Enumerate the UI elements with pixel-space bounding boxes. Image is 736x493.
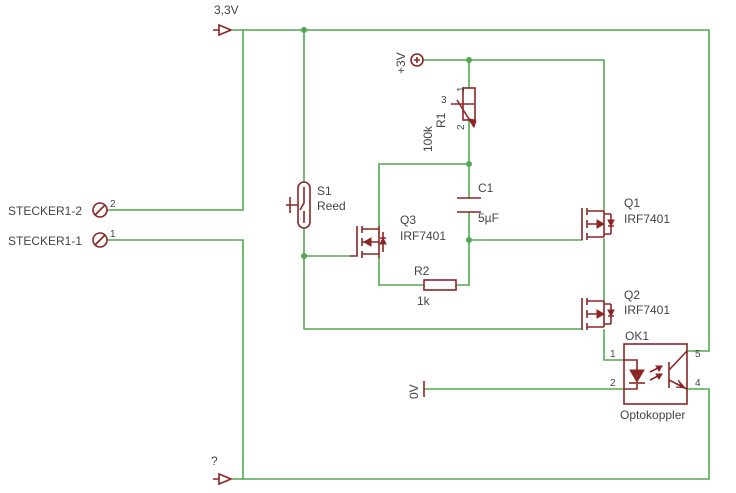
ok1-pin4: 4 bbox=[695, 378, 701, 389]
resistor-r2: R2 1k bbox=[414, 264, 457, 308]
wire-reed-bottom bbox=[303, 227, 583, 330]
channel-leads-icon bbox=[587, 210, 605, 238]
wire-plus3v bbox=[423, 59, 605, 212]
c1-value: 5µF bbox=[478, 211, 499, 225]
pin1-number: 1 bbox=[110, 229, 116, 240]
capacitor-c1: C1 5µF bbox=[457, 181, 499, 225]
terminal-slash bbox=[94, 204, 106, 216]
light-arrowheads bbox=[655, 365, 663, 380]
r1-name: R1 bbox=[434, 112, 448, 128]
gnd-label: 0V bbox=[407, 384, 421, 399]
r1-value: 100k bbox=[421, 125, 435, 152]
mosfet-q1: Q1 IRF7401 bbox=[581, 196, 670, 240]
junctions bbox=[301, 27, 472, 259]
mosfet-q2: Q2 IRF7401 bbox=[581, 288, 670, 330]
q1-name: Q1 bbox=[624, 196, 640, 210]
unknown-label: ? bbox=[211, 454, 218, 468]
r1-pin2: 2 bbox=[456, 124, 467, 130]
junction-dot bbox=[466, 161, 472, 167]
ok1-value: Optokoppler bbox=[620, 408, 685, 422]
gate-lead-icon bbox=[350, 226, 358, 257]
reed-actuator-icon bbox=[286, 197, 298, 213]
wiper-arrowhead bbox=[469, 118, 477, 129]
body-arrow-icon bbox=[362, 237, 372, 247]
port-arrow-icon bbox=[213, 23, 234, 37]
q3-name: Q3 bbox=[400, 213, 416, 227]
wire-vcc-rail bbox=[232, 29, 710, 352]
q2-value: IRF7401 bbox=[624, 303, 670, 317]
body-arrow-icon bbox=[596, 309, 606, 319]
wire-r2-left bbox=[378, 257, 425, 286]
wire-q3-drain bbox=[378, 163, 470, 227]
led-wiring-icon bbox=[624, 359, 638, 390]
diode-triangle-icon bbox=[607, 219, 615, 228]
mosfet-q3: Q3 IRF7401 bbox=[350, 213, 446, 258]
plus-icon bbox=[414, 57, 420, 63]
body-arrow-icon bbox=[596, 219, 606, 229]
s1-value: Reed bbox=[317, 199, 346, 213]
pin2-number: 2 bbox=[110, 199, 116, 210]
unknown-port: ? bbox=[211, 454, 234, 486]
connector-pin-2: STECKER1-2 2 bbox=[8, 199, 116, 218]
wire-c1-bottom bbox=[455, 211, 470, 286]
wire-q2-ok1 bbox=[603, 329, 625, 361]
pin2-name: STECKER1-2 bbox=[8, 204, 82, 218]
wire-stecker1 bbox=[105, 239, 244, 480]
junction-dot bbox=[466, 57, 472, 63]
reed-switch-s1: S1 Reed bbox=[286, 181, 346, 229]
port-arrow-icon bbox=[213, 472, 234, 486]
q2-name: Q2 bbox=[624, 288, 640, 302]
led-triangle-icon bbox=[629, 369, 645, 383]
junction-dot bbox=[301, 27, 307, 33]
q3-value: IRF7401 bbox=[400, 229, 446, 243]
junction-dot bbox=[301, 253, 307, 259]
optocoupler-ok1: OK1 Optokoppler 1 2 5 4 bbox=[610, 329, 701, 422]
vcc-label: 3,3V bbox=[214, 3, 239, 17]
plus3v-supply: +3V bbox=[394, 52, 424, 74]
wires bbox=[105, 29, 710, 480]
diode-triangle-icon bbox=[607, 309, 615, 318]
ok1-pin5: 5 bbox=[695, 349, 701, 360]
connector-pin-1: STECKER1-1 1 bbox=[8, 229, 116, 248]
plus3v-label: +3V bbox=[394, 52, 408, 74]
ok1-pin2: 2 bbox=[610, 378, 616, 389]
channel-leads-icon bbox=[587, 300, 605, 328]
s1-name: S1 bbox=[317, 184, 332, 198]
reed-contact-icon bbox=[299, 187, 305, 223]
wire-unknown bbox=[232, 388, 710, 480]
r2-value: 1k bbox=[417, 294, 431, 308]
connector-stecker: STECKER1-2 2 STECKER1-1 1 bbox=[8, 199, 116, 248]
emitter-arrow-icon bbox=[675, 379, 687, 389]
capacitor-plate-icon bbox=[457, 197, 481, 213]
r1-pin1: 1 bbox=[456, 86, 467, 92]
resistor-body-icon bbox=[423, 279, 457, 291]
junction-dot bbox=[466, 237, 472, 243]
diode-leads bbox=[604, 303, 611, 325]
diode-leads bbox=[604, 213, 611, 235]
q1-value: IRF7401 bbox=[624, 212, 670, 226]
r1-pin3: 3 bbox=[441, 95, 447, 106]
diode-triangle-icon bbox=[379, 236, 387, 245]
terminal-slash bbox=[94, 234, 106, 246]
vcc-port: 3,3V bbox=[213, 3, 239, 37]
gnd-symbol: 0V bbox=[407, 381, 425, 399]
r2-name: R2 bbox=[414, 264, 430, 278]
potentiometer-r1: 1 2 3 R1 100k bbox=[421, 86, 477, 152]
pin1-name: STECKER1-1 bbox=[8, 234, 82, 248]
wiper-arrow-icon bbox=[451, 99, 475, 128]
c1-name: C1 bbox=[478, 181, 494, 195]
ok1-name: OK1 bbox=[625, 329, 649, 343]
wire-stecker2 bbox=[105, 29, 244, 211]
ok1-pin1: 1 bbox=[610, 349, 616, 360]
